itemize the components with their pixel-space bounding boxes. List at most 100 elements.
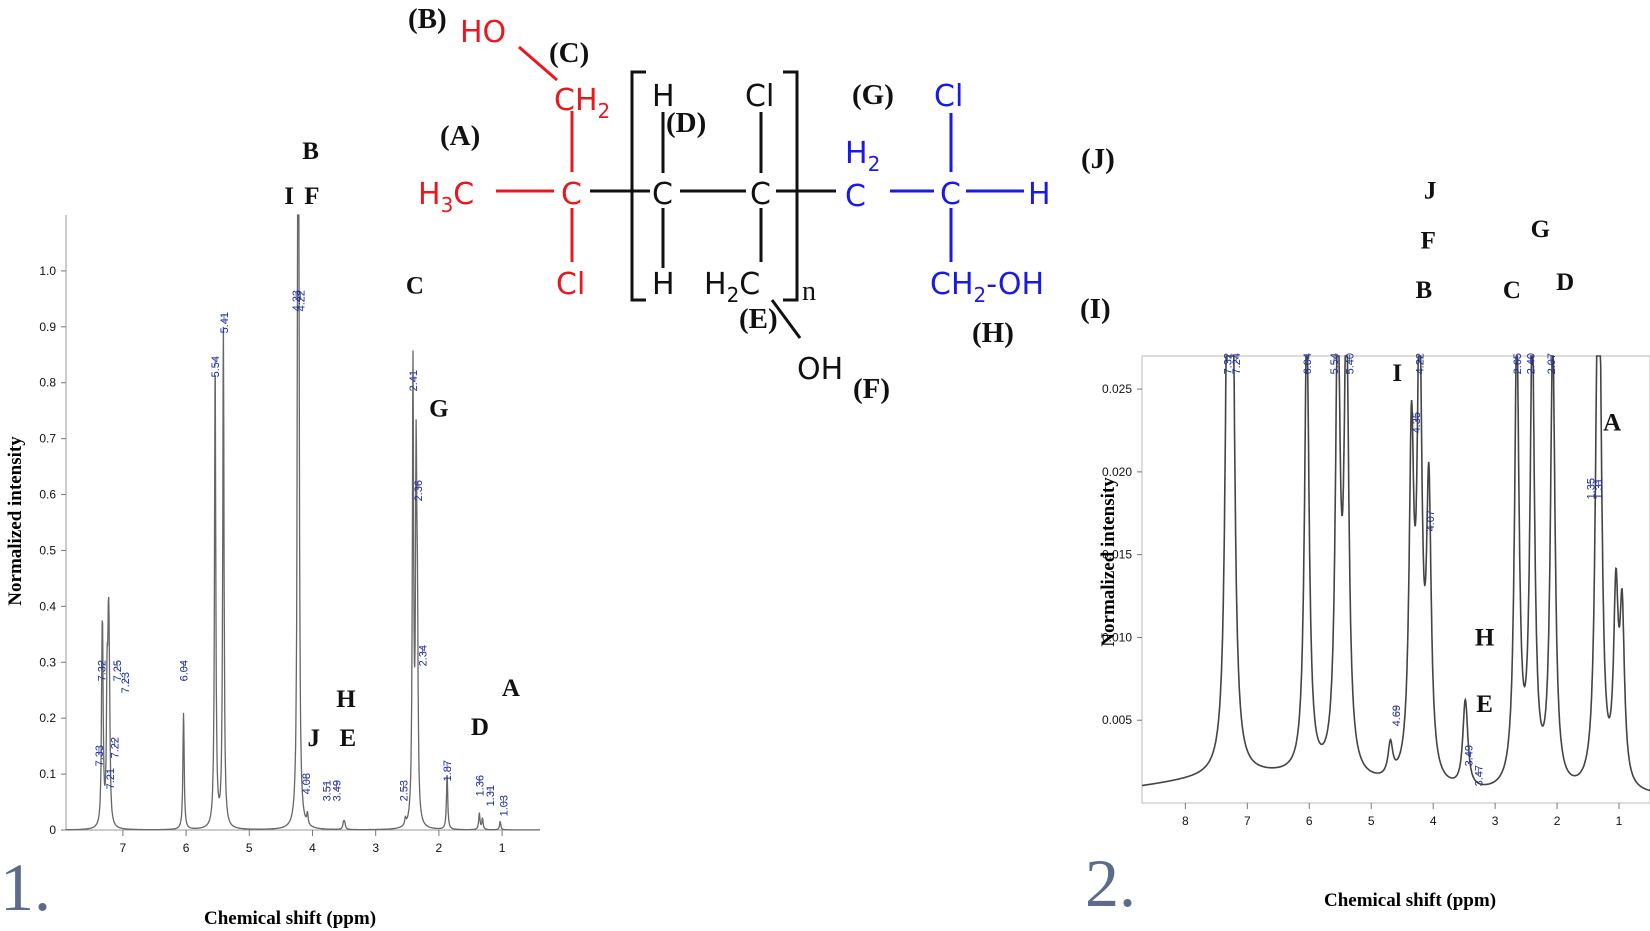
atom-c-blue-1: C [845,179,866,214]
p1-y-tick-label: 0.3 [39,655,56,669]
panel-number-2: 2. [1085,845,1136,921]
p2-assignment-h: H [1475,625,1495,652]
p1-x-tick-label: 2 [436,841,443,855]
p1-y-tick-label: 0.2 [39,711,56,725]
p2-peak-label: 6.04 [1302,353,1314,374]
p1-peak-label: 7.25 [112,660,124,681]
p1-assignment-e: E [340,725,357,752]
p2-x-tick-label: 6 [1306,814,1313,828]
p2-assignment-d: D [1556,269,1574,296]
atom-ho: HO [460,15,506,50]
p2-x-tick-label: 2 [1554,814,1561,828]
p2-y-tick-label: 0.015 [1102,548,1132,562]
p1-peak-label: 4.08 [301,773,313,794]
spectrum-1-trace [66,214,540,831]
p1-peak-label: 2.53 [398,780,410,801]
p2-y-tick-label: 0.020 [1102,465,1132,479]
p1-peak-label: 2.41 [408,370,420,391]
p2-peak-label: 3.47 [1473,765,1485,786]
p2-x-tick-label: 3 [1492,814,1499,828]
p2-peak-label: 2.65 [1512,353,1524,374]
atom-h-blue: H [1028,177,1051,212]
atom-ch2-red: CH2 [554,83,610,123]
p2-assignment-e: E [1476,691,1493,718]
label-b: (B) [408,3,447,35]
p1-peak-label: 6.04 [179,660,191,681]
p1-x-tick-label: 5 [246,841,253,855]
p2-x-tick-label: 7 [1244,814,1251,828]
p1-assignment-h: H [336,686,356,713]
label-h: (H) [972,317,1014,349]
spectrum-1-ylabel: Normalized intensity [5,436,26,606]
p2-x-tick-label: 1 [1616,814,1623,828]
p2-peak-label: 3.49 [1463,745,1475,766]
p1-peak-label: 1.87 [442,760,454,781]
p1-y-tick-label: 0.7 [39,432,56,446]
p1-y-tick-label: 0 [49,823,56,837]
p1-y-tick-label: 0.6 [39,488,56,502]
p1-peak-label: 7.21 [105,768,117,789]
spectrum-2-xlabel: Chemical shift (ppm) [1324,890,1496,911]
p1-peak-label: 3.49 [331,780,343,801]
atom-c-black-1: C [652,177,673,212]
p1-peak-label: 2.34 [417,645,429,666]
p1-y-tick-label: 0.4 [39,599,56,613]
spectrum-1-xlabel: Chemical shift (ppm) [204,908,376,929]
p1-x-tick-label: 7 [120,841,127,855]
p2-assignment-c: C [1503,277,1521,304]
p1-assignment-g: G [429,395,448,422]
atom-h2-blue: H2 [845,136,880,176]
p2-peak-label: 4.22 [1415,353,1427,374]
atom-c-blue-2: C [940,177,961,212]
p1-x-tick-label: 4 [309,841,316,855]
p1-x-tick-label: 6 [183,841,190,855]
label-a: (A) [440,120,480,152]
chemical-structure: HO CH2 H3C C Cl H Cl C C H H2C OH n H2 C… [408,3,1115,405]
p1-peak-label: 4.23 [291,290,303,311]
p1-peak-label: 4.22 [295,290,307,311]
p2-assignment-b: B [1416,277,1433,304]
p1-y-tick-label: 0.9 [39,320,56,334]
p1-x-tick-label: 3 [372,841,379,855]
label-j: (J) [1081,143,1115,175]
atom-cl-blue: Cl [934,79,963,114]
bond-ch2-oh [770,299,802,339]
p1-y-tick-label: 0.1 [39,767,56,781]
p2-assignment-a: A [1603,410,1621,437]
p2-peak-label: 5.54 [1329,353,1341,374]
p2-x-tick-label: 4 [1430,814,1437,828]
p1-peak-label: 2.36 [413,480,425,501]
left-bracket [630,70,646,302]
p1-assignment-b: B [302,138,319,165]
p2-x-tick-label: 8 [1182,814,1189,828]
p1-assignment-i: I [284,183,294,210]
p1-peak-label: 7.23 [120,672,132,693]
p1-assignment-j: J [307,725,320,752]
atom-cl-red: Cl [556,267,585,302]
p2-peak-label: 1.31 [1594,478,1606,499]
right-bracket [783,70,799,302]
p1-y-tick-label: 1.0 [39,264,56,278]
atom-h-top: H [652,79,675,114]
p1-assignment-d: D [471,714,489,741]
p2-assignment-g: G [1531,216,1550,243]
atom-c-red: C [561,177,582,212]
p2-y-tick-label: 0.025 [1102,382,1132,396]
p2-peak-label: 2.07 [1546,353,1558,374]
p1-peak-label: 7.33 [94,745,106,766]
p1-assignment-a: A [502,675,520,702]
p2-y-tick-label: 0.005 [1102,713,1132,727]
p2-peak-label: 7.24 [1231,353,1243,374]
p1-peak-label: 1.31 [485,785,497,806]
p2-peak-label: 1.35 [1586,478,1598,499]
p1-assignment-c: C [406,272,424,299]
p2-peak-label: 7.32 [1222,353,1234,374]
bond-ho-ch2 [518,45,558,82]
label-e: (E) [739,303,778,335]
panel-number-1: 1. [0,849,51,925]
p2-peak-label: 4.69 [1391,705,1403,726]
p1-peak-label: 5.41 [219,312,231,333]
p2-y-tick-label: 0.010 [1102,630,1132,644]
p1-assignment-f: F [304,183,319,210]
